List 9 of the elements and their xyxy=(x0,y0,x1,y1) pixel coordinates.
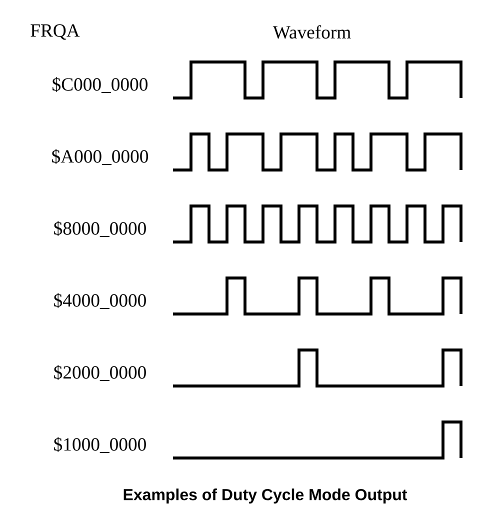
caption: Examples of Duty Cycle Mode Output xyxy=(124,488,408,504)
frqa-value: $4000_0000 xyxy=(54,293,146,309)
frqa-value: $8000_0000 xyxy=(54,221,146,237)
column-header: FRQA xyxy=(30,24,80,40)
frqa-value: $C000_0000 xyxy=(52,77,148,93)
frqa-value: $A000_0000 xyxy=(52,149,148,165)
frqa-value: $2000_0000 xyxy=(54,365,146,381)
column-header: Waveform xyxy=(272,25,351,39)
frqa-value: $1000_0000 xyxy=(54,437,146,453)
